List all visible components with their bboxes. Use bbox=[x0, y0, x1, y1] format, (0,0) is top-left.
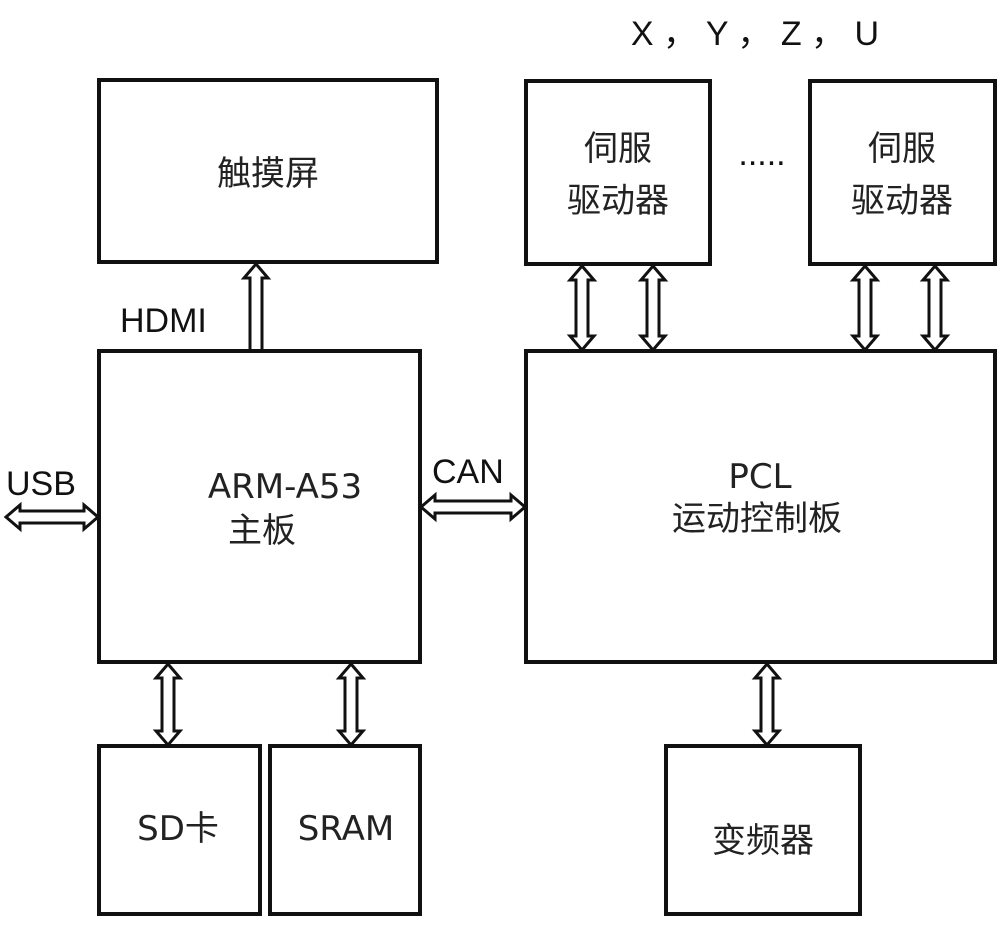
servo-driver-1-label-line2: 驱动器 bbox=[567, 181, 669, 221]
arm-mainboard-label-line1: ARM-A53 bbox=[208, 467, 362, 507]
servo-driver-block-1 bbox=[526, 81, 710, 264]
servo-driver-block-2 bbox=[810, 81, 995, 264]
servo-driver-2-label-line2: 驱动器 bbox=[851, 181, 953, 221]
sram-label: SRAM bbox=[298, 809, 394, 849]
inverter-arrow bbox=[755, 664, 779, 745]
servo2-arrow-b bbox=[923, 266, 947, 350]
can-label: CAN bbox=[432, 453, 504, 491]
inverter-label: 变频器 bbox=[712, 821, 814, 861]
hdmi-arrow bbox=[244, 264, 268, 351]
servo1-arrow-b bbox=[641, 266, 665, 350]
pcl-label-line2: 运动控制板 bbox=[672, 499, 842, 539]
ellipsis-more-drivers: ..... bbox=[738, 135, 785, 173]
sd-card-label: SD卡 bbox=[137, 809, 219, 849]
usb-arrow bbox=[6, 505, 98, 529]
usb-label: USB bbox=[6, 465, 76, 503]
axes-label: X ， Y ， Z ， U bbox=[631, 15, 879, 53]
pcl-label-line1: PCL bbox=[728, 457, 791, 497]
servo1-arrow-a bbox=[570, 266, 594, 350]
arm-mainboard-label-line2: 主板 bbox=[228, 511, 296, 551]
servo-driver-1-label-line1: 伺服 bbox=[584, 129, 652, 169]
hdmi-label: HDMI bbox=[120, 302, 207, 340]
servo-driver-2-label-line1: 伺服 bbox=[868, 129, 936, 169]
servo2-arrow-a bbox=[853, 266, 877, 350]
sram-arrow bbox=[339, 664, 363, 745]
sd-card-arrow bbox=[156, 664, 180, 745]
touchscreen-label: 触摸屏 bbox=[217, 154, 319, 194]
can-arrow bbox=[421, 495, 525, 519]
